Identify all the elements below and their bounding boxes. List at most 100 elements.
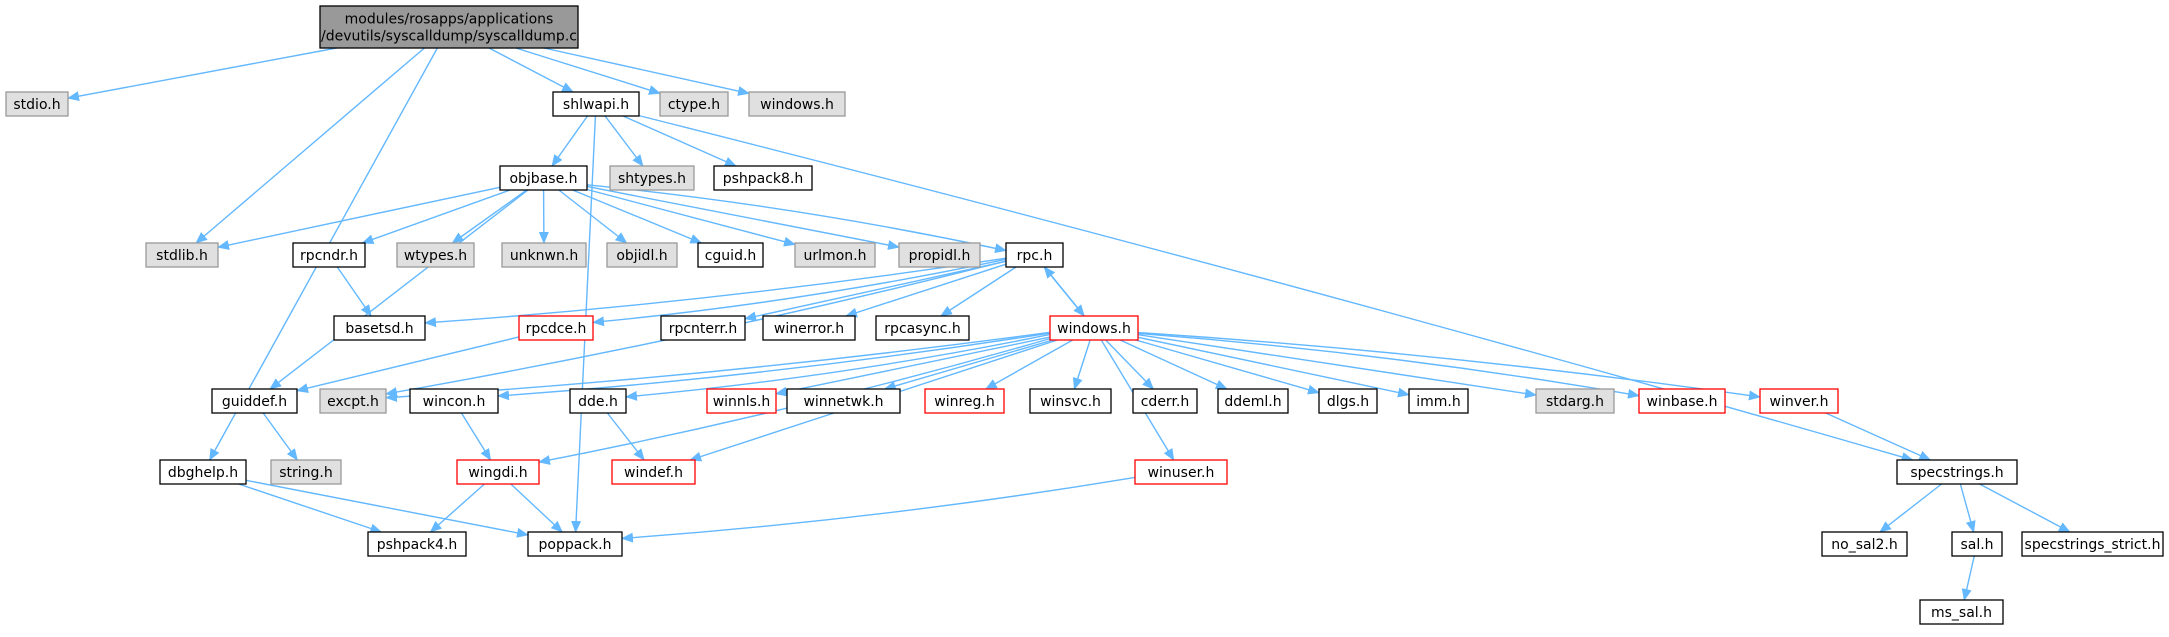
edge-line [451, 189, 528, 244]
node-label: shtypes.h [618, 171, 686, 187]
edge-line [621, 476, 1136, 543]
node-dde[interactable]: dde.h [569, 388, 627, 414]
node-label: winbase.h [1647, 394, 1718, 410]
node-label: ctype.h [668, 97, 720, 113]
node-ddeml[interactable]: ddeml.h [1217, 388, 1289, 414]
node-basetsd[interactable]: basetsd.h [333, 315, 426, 341]
node-excpt[interactable]: excpt.h [319, 388, 387, 414]
node-ms-sal[interactable]: ms_sal.h [1919, 599, 2004, 625]
node-specstrings-strict[interactable]: specstrings_strict.h [2021, 531, 2164, 557]
edge-line [429, 483, 485, 533]
node-winsvc[interactable]: winsvc.h [1029, 388, 1112, 414]
edge-rpcdce-to-guiddef [296, 336, 520, 393]
node-shtypes[interactable]: shtypes.h [609, 165, 695, 191]
edge-line [488, 47, 574, 93]
node-wtypes[interactable]: wtypes.h [396, 242, 475, 268]
node-rpcasync[interactable]: rpcasync.h [875, 315, 970, 341]
node-box [786, 388, 901, 414]
node-box [611, 459, 696, 485]
node-sal[interactable]: sal.h [1951, 531, 2003, 557]
node-label: no_sal2.h [1831, 537, 1897, 553]
node-box [319, 5, 579, 49]
node-shlwapi[interactable]: shlwapi.h [552, 91, 640, 117]
node-objbase[interactable]: objbase.h [499, 165, 588, 191]
node-winnetwk[interactable]: winnetwk.h [786, 388, 901, 414]
node-label: winnetwk.h [803, 394, 883, 410]
node-winbase[interactable]: winbase.h [1638, 388, 1726, 414]
node-label: pshpack8.h [723, 171, 804, 187]
node-label: winerror.h [774, 321, 844, 337]
node-label: winuser.h [1148, 465, 1215, 481]
edge-windows-to-stdarg [1137, 333, 1537, 399]
node-string[interactable]: string.h [270, 459, 342, 485]
node-ctype[interactable]: ctype.h [659, 91, 729, 117]
node-label: cderr.h [1141, 394, 1190, 410]
node-label: stdio.h [13, 97, 60, 113]
node-specstrings[interactable]: specstrings.h [1896, 459, 2018, 485]
node-dlgs[interactable]: dlgs.h [1318, 388, 1378, 414]
node-label: wincon.h [423, 394, 486, 410]
node-urlmon[interactable]: urlmon.h [794, 242, 876, 268]
edge-wingdi-to-poppack [510, 483, 563, 533]
node-unknwn[interactable]: unknwn.h [501, 242, 587, 268]
node-winerror[interactable]: winerror.h [762, 315, 856, 341]
node-stdlib[interactable]: stdlib.h [145, 242, 219, 268]
edge-line [551, 115, 589, 167]
node-winreg[interactable]: winreg.h [924, 388, 1005, 414]
node-label: windows.h [760, 97, 834, 113]
node-label: rpc.h [1017, 248, 1053, 264]
node-label: guiddef.h [222, 394, 287, 410]
node-windows[interactable]: windows.h [1049, 315, 1139, 341]
node-label: basetsd.h [345, 321, 413, 337]
node-label: pshpack4.h [377, 537, 458, 553]
node-cderr[interactable]: cderr.h [1132, 388, 1198, 414]
node-label: stdlib.h [156, 248, 208, 264]
node-label: ms_sal.h [1931, 605, 1992, 621]
node-stdio[interactable]: stdio.h [5, 91, 69, 117]
node-windows-sys[interactable]: windows.h [748, 91, 846, 117]
node-rpcndr[interactable]: rpcndr.h [292, 242, 366, 268]
edge-line [67, 47, 337, 102]
node-winuser[interactable]: winuser.h [1134, 459, 1228, 485]
edge-line [1137, 336, 1410, 398]
node-cguid[interactable]: cguid.h [697, 242, 764, 268]
node-imm[interactable]: imm.h [1408, 388, 1469, 414]
node-pshpack4[interactable]: pshpack4.h [367, 531, 467, 557]
node-poppack[interactable]: poppack.h [527, 531, 623, 557]
node-label: modules/rosapps/applications [345, 12, 554, 28]
edge-objbase-to-urlmon [586, 188, 796, 247]
node-rpcnterr[interactable]: rpcnterr.h [660, 315, 746, 341]
edge-root-to-stdio [67, 47, 337, 102]
edge-line [510, 483, 563, 533]
node-winnls[interactable]: winnls.h [706, 388, 777, 414]
edge-line [1979, 483, 2071, 533]
edge-line [744, 260, 1007, 322]
node-box [1049, 315, 1139, 341]
node-no-sal2[interactable]: no_sal2.h [1821, 531, 1908, 557]
node-box [1759, 388, 1839, 414]
node-propidl[interactable]: propidl.h [898, 242, 981, 268]
edge-line [984, 339, 1074, 390]
node-rpcdce[interactable]: rpcdce.h [518, 315, 594, 341]
node-box [660, 315, 746, 341]
node-stdarg[interactable]: stdarg.h [1535, 388, 1615, 414]
node-label: wtypes.h [404, 248, 467, 264]
node-root[interactable]: modules/rosapps/applications/devutils/sy… [319, 5, 579, 49]
node-pshpack8[interactable]: pshpack8.h [713, 165, 813, 191]
node-box [1005, 242, 1064, 268]
node-box [1821, 531, 1908, 557]
node-label: specstrings.h [1910, 465, 2003, 481]
edge-line [586, 184, 1007, 254]
node-wingdi[interactable]: wingdi.h [456, 459, 540, 485]
node-label: /devutils/syscalldump/syscalldump.c [321, 29, 577, 45]
node-wincon[interactable]: wincon.h [409, 388, 499, 414]
edge-line [558, 189, 628, 244]
node-winver[interactable]: winver.h [1759, 388, 1839, 414]
node-rpc[interactable]: rpc.h [1005, 242, 1064, 268]
node-box [898, 242, 981, 268]
node-dbghelp[interactable]: dbghelp.h [159, 459, 247, 485]
node-guiddef[interactable]: guiddef.h [211, 388, 298, 414]
edge-rpc-to-winerror [845, 263, 1007, 318]
node-objidl[interactable]: objidl.h [606, 242, 678, 268]
node-windef[interactable]: windef.h [611, 459, 696, 485]
